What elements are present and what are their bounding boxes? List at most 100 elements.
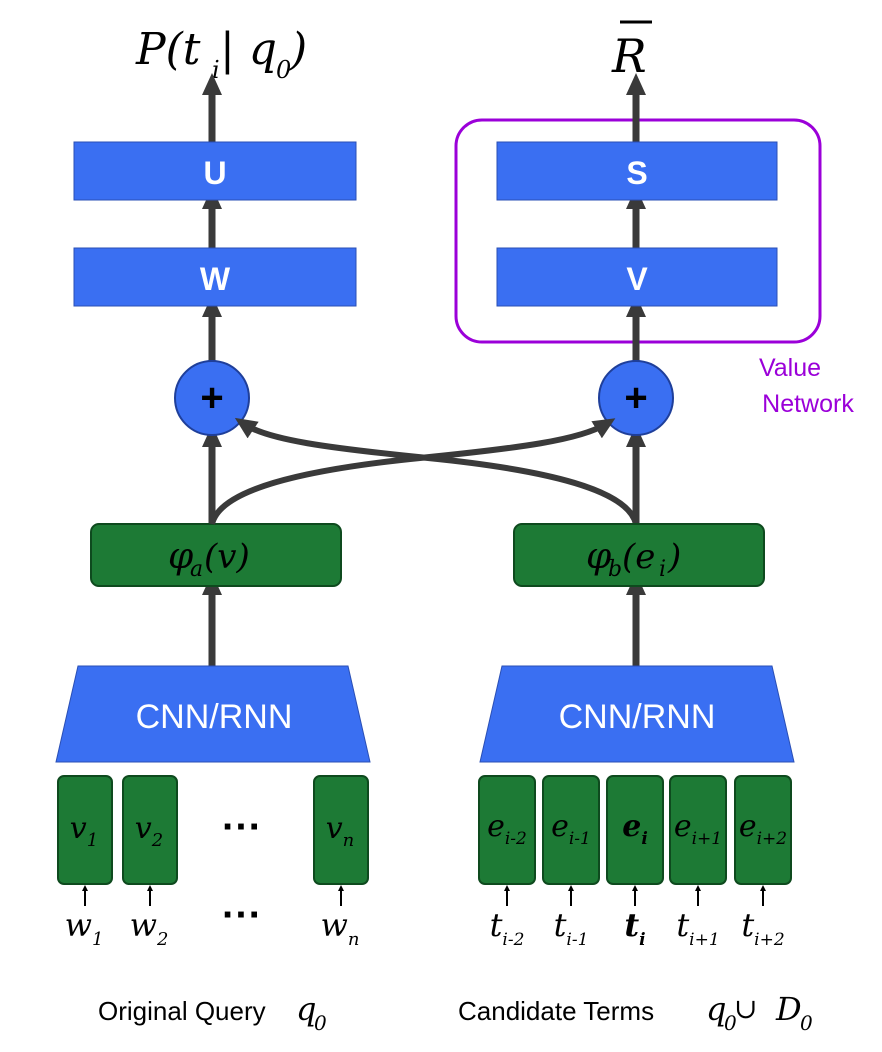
layer-u-label: U	[203, 155, 226, 191]
plus-node-right: +	[598, 360, 674, 436]
left-word-1-sub: 1	[92, 929, 103, 950]
left-word-2-main: w	[130, 906, 157, 944]
right-vector-label-1-sub: i-2	[505, 829, 527, 849]
arrow-phi-b-to-plus-left	[234, 417, 639, 525]
right-term-3-sub: i	[639, 930, 645, 950]
right-vector-label-2-main: e	[551, 809, 569, 844]
right-term-1: ti-2	[490, 906, 525, 950]
right-vector-label-1: ei-2	[487, 809, 527, 849]
right-vector-label-5-sub: i+2	[757, 829, 788, 849]
right-vector-label-3-main: e	[622, 809, 641, 844]
phi-a-symbol: φ	[168, 536, 194, 577]
right-term-3: ti	[624, 906, 645, 950]
encoder-right-label: CNN/RNN	[559, 698, 716, 736]
right-vector-label-5: ei+2	[739, 809, 787, 849]
left-word-2: w2	[130, 906, 169, 950]
caption-right-d: D	[775, 990, 802, 1028]
left-word-1-main: w	[65, 906, 92, 944]
left-output-sub-i: i	[212, 56, 220, 84]
right-term-1-main: t	[490, 906, 503, 944]
right-vector-box-1	[478, 775, 536, 885]
caption-left: Original Query q 0	[98, 990, 327, 1035]
layer-w: W	[73, 247, 357, 307]
right-term-5-sub: i+2	[754, 930, 785, 950]
left-word-2-sub: 2	[156, 929, 168, 950]
embedding-phi-b: φ b (e i )	[513, 523, 765, 587]
encoder-right: CNN/RNN	[479, 665, 795, 763]
left-vector-label-2: v2	[135, 811, 163, 851]
right-vector-label-2-sub: i-1	[569, 829, 591, 849]
right-vector-label-2: ei-1	[551, 809, 591, 849]
left-vector-label-3-main: v	[326, 811, 343, 846]
caption-right-text: Candidate Terms	[458, 996, 654, 1026]
right-term-2-sub: i-1	[566, 930, 588, 950]
right-term-4-sub: i+1	[689, 930, 720, 950]
ellipsis-words: ···	[222, 893, 262, 937]
caption-right: Candidate Terms q 0 ∪ D 0	[458, 990, 813, 1035]
right-vector-box-5	[734, 775, 792, 885]
phi-a-sub: a	[190, 557, 203, 582]
encoder-left: CNN/RNN	[55, 665, 371, 763]
phi-a-arg: (v)	[204, 537, 250, 577]
left-output-sub-0: 0	[276, 56, 291, 84]
left-vector-label-2-main: v	[135, 811, 152, 846]
left-output-bar: | q	[220, 24, 277, 75]
right-vector-label-3: ei	[622, 809, 648, 849]
left-output-p: P(t	[135, 24, 201, 75]
caption-right-q: q	[706, 990, 726, 1028]
left-vector-label-3: vn	[326, 811, 355, 851]
ellipsis-vectors: ···	[222, 805, 262, 849]
left-word-1: w1	[65, 906, 104, 950]
phi-b-arg-sub: i	[659, 557, 666, 582]
layer-v: V	[496, 247, 778, 307]
phi-b-arg-open: (e	[622, 537, 655, 577]
value-network-line1: Value	[759, 354, 821, 382]
left-vector-label-1: v1	[70, 811, 98, 851]
left-vector-label-1-sub: 1	[87, 830, 98, 851]
left-vector-label-2-sub: 2	[151, 830, 163, 851]
right-vector-box-3	[606, 775, 664, 885]
caption-left-text: Original Query	[98, 996, 266, 1026]
value-network-line2: Network	[762, 390, 854, 418]
layer-s-label: S	[626, 155, 647, 191]
left-output-label: P(t i | q 0 )	[135, 24, 307, 84]
caption-left-q-sub: 0	[314, 1011, 327, 1035]
caption-right-q-sub: 0	[724, 1011, 737, 1035]
right-vector-label-3-sub: i	[641, 829, 647, 849]
phi-b-arg-close: )	[667, 537, 681, 577]
right-term-5-main: t	[741, 906, 754, 944]
right-vector-box-2	[542, 775, 600, 885]
phi-b-symbol: φ	[586, 536, 612, 577]
right-term-4-main: t	[676, 906, 689, 944]
plus-left-symbol: +	[200, 376, 223, 420]
left-vector-box-1	[57, 775, 113, 885]
right-output-r: R	[611, 29, 647, 83]
left-word-3: wn	[321, 906, 360, 950]
embedding-phi-a: φ a (v)	[90, 523, 342, 587]
phi-b-sub: b	[608, 557, 622, 582]
layer-u: U	[73, 141, 357, 201]
left-vector-box-2	[122, 775, 178, 885]
plus-node-left: +	[174, 360, 250, 436]
right-vector-label-1-main: e	[487, 809, 505, 844]
encoder-left-label: CNN/RNN	[136, 698, 293, 736]
right-term-4: ti+1	[676, 906, 719, 950]
left-output-close: )	[289, 24, 307, 75]
caption-right-union: ∪	[734, 992, 757, 1025]
layer-v-label: V	[626, 261, 648, 297]
right-vector-label-4-main: e	[674, 809, 692, 844]
layer-w-label: W	[200, 261, 231, 297]
right-vector-label-5-main: e	[739, 809, 757, 844]
caption-left-q: q	[296, 990, 316, 1028]
left-word-3-main: w	[321, 906, 348, 944]
right-term-1-sub: i-2	[502, 930, 524, 950]
right-output-label: R	[611, 20, 652, 83]
left-word-3-sub: n	[348, 929, 360, 950]
left-vector-label-1-main: v	[70, 811, 87, 846]
plus-right-symbol: +	[624, 376, 647, 420]
